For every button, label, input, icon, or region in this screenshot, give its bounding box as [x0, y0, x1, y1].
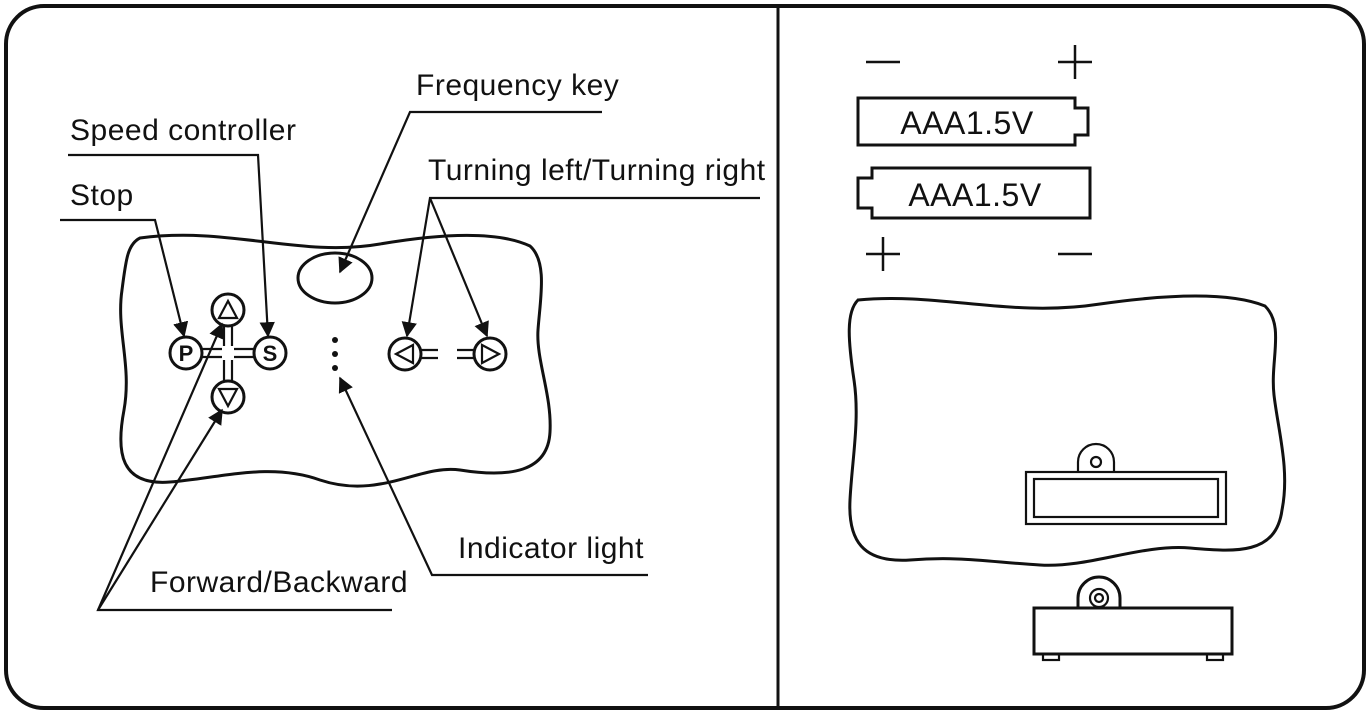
battery-cover	[1032, 575, 1234, 662]
battery-compartment	[1024, 442, 1228, 526]
battery-top: AAA1.5V	[856, 45, 1092, 147]
dpad-connectors	[202, 326, 254, 381]
battery-bottom: AAA1.5V	[856, 166, 1092, 271]
indicator-light-dot	[332, 365, 338, 371]
indicator-light-dot	[332, 351, 338, 357]
outer-frame	[4, 4, 1366, 710]
stop-label: Stop	[70, 179, 134, 212]
turn-key-connectors	[421, 348, 474, 360]
right-triangle-icon	[480, 343, 502, 365]
indicator-light-dot	[332, 337, 338, 343]
turning-label: Turning left/Turning right	[428, 154, 766, 187]
right-panel: AAA1.5V AAA1.5V	[847, 45, 1287, 662]
remote-body-front	[119, 233, 552, 488]
leader-lines	[60, 110, 760, 612]
backward-triangle-icon	[217, 387, 239, 409]
frequency-key-label: Frequency key	[416, 69, 619, 102]
battery-top-label: AAA1.5V	[900, 105, 1034, 141]
speed-key-letter: S	[263, 341, 278, 366]
battery-bottom-plus-icon	[866, 237, 900, 271]
battery-bottom-body	[856, 166, 1092, 220]
remote-body-back	[847, 294, 1287, 567]
turn-right-key	[472, 336, 508, 372]
turn-left-key	[387, 336, 423, 372]
speed-controller-label: Speed controller	[70, 114, 296, 147]
forward-backward-label: Forward/Backward	[150, 566, 408, 599]
left-panel: P S	[60, 69, 766, 612]
stop-key-letter: P	[179, 341, 194, 366]
battery-bottom-label: AAA1.5V	[908, 177, 1042, 213]
indicator-light-label: Indicator light	[458, 532, 644, 565]
battery-top-body	[856, 96, 1090, 147]
forward-key	[210, 292, 246, 328]
frequency-key	[296, 251, 374, 305]
left-triangle-icon	[393, 343, 415, 365]
battery-top-plus-icon	[1058, 45, 1092, 79]
backward-key	[210, 379, 246, 415]
forward-triangle-icon	[217, 298, 239, 320]
